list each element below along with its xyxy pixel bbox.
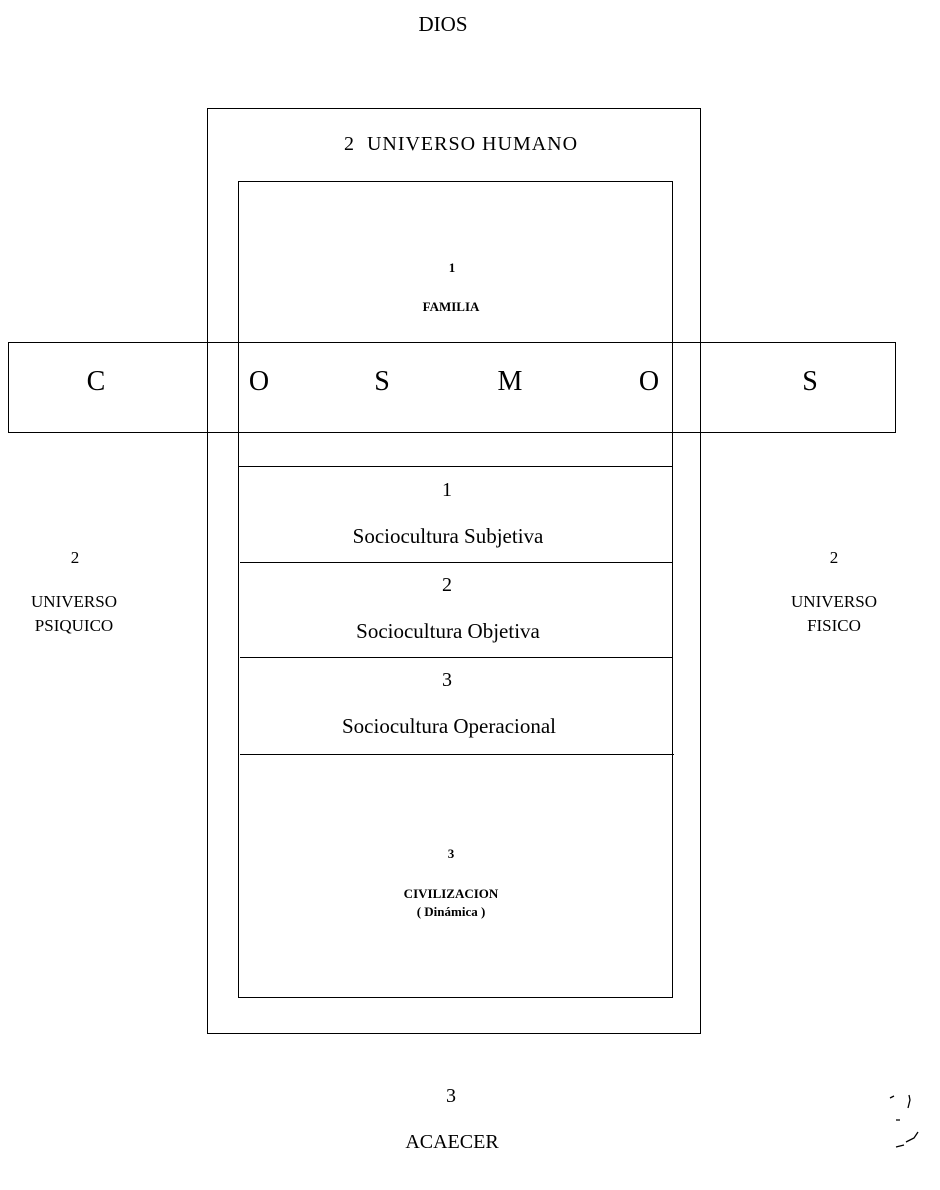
universo-humano-box [207, 108, 701, 1034]
familia-label: FAMILIA [422, 299, 480, 314]
cosmos-letter: O [638, 366, 660, 397]
civilizacion-sublabel: ( Dinámica ) [416, 904, 486, 919]
inner-box [238, 181, 673, 998]
sociocultura-label: Sociocultura Subjetiva [352, 524, 544, 548]
psiquico-number: 2 [70, 548, 80, 567]
cosmos-letter: M [497, 366, 523, 397]
cosmos-letter: C [86, 366, 106, 397]
dios-label: DIOS [418, 12, 468, 36]
universo-humano-label: UNIVERSO HUMANO [366, 133, 579, 155]
sociocultura-label: Sociocultura Objetiva [356, 619, 540, 643]
sociocultura-label: Sociocultura Operacional [342, 714, 556, 738]
cosmos-letter: O [248, 366, 270, 397]
fisico-line1: UNIVERSO [791, 592, 877, 611]
cosmos-letter: S [374, 366, 390, 397]
civilizacion-label: CIVILIZACION [403, 886, 499, 901]
divider [240, 562, 673, 563]
familia-number: 1 [448, 260, 456, 275]
acaecer-label: ACAECER [405, 1131, 499, 1153]
psiquico-line2: PSIQUICO [34, 616, 114, 635]
acaecer-number: 3 [446, 1085, 456, 1107]
universo-humano-number: 2 [343, 133, 355, 155]
scan-mark [889, 1094, 919, 1148]
fisico-number: 2 [829, 548, 839, 567]
divider [240, 657, 673, 658]
sociocultura-number: 1 [442, 479, 452, 501]
sociocultura-number: 3 [442, 669, 452, 691]
psiquico-line1: UNIVERSO [31, 592, 117, 611]
cosmos-letter: S [802, 366, 818, 397]
divider [238, 466, 673, 467]
fisico-line2: FISICO [807, 616, 861, 635]
divider [240, 754, 674, 755]
universo-humano-title: 2 UNIVERSO HUMANO [344, 133, 578, 156]
sociocultura-number: 2 [442, 574, 452, 596]
cosmos-band [8, 342, 896, 433]
civilizacion-number: 3 [447, 846, 455, 861]
